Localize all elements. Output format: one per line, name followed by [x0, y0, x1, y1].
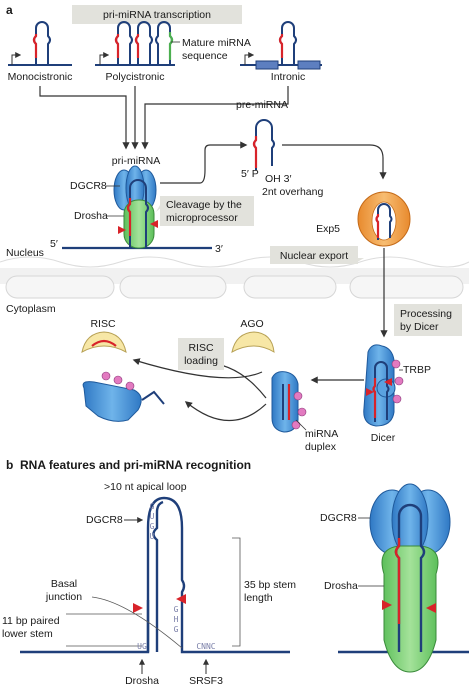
dicer-complex	[363, 344, 404, 427]
panel-b-letter: b	[6, 458, 13, 472]
stem-length-bracket	[232, 537, 241, 647]
processing-line1: Processing	[400, 308, 452, 320]
dgcr8-label-b: DGCR8	[86, 514, 123, 526]
mirna-duplex-line2: duplex	[305, 441, 337, 453]
ug-motif: UG	[137, 642, 147, 651]
ugu-u2: U	[150, 532, 155, 541]
panel-a-letter: a	[6, 3, 13, 17]
mirna-duplex-line1: miRNA	[305, 428, 338, 440]
monocistronic-gene	[8, 21, 72, 66]
risc-loading-line2: loading	[184, 355, 218, 367]
basal-junction-leader	[91, 596, 183, 649]
dicer-label: Dicer	[371, 432, 396, 444]
basal-junction-line2: junction	[45, 591, 82, 603]
ugu-u1: U	[150, 512, 155, 521]
cleavage-box: Cleavage by the microprocessor	[156, 196, 254, 226]
target-complex	[82, 371, 165, 422]
transcription-box: pri-miRNA transcription	[72, 5, 242, 24]
five-prime-p-label: 5′ P	[241, 168, 259, 180]
polycistronic-label: Polycistronic	[106, 71, 165, 83]
to-exp5-arrow	[282, 144, 387, 180]
nuclear-membrane	[0, 256, 469, 299]
right-drosha-label: Drosha	[324, 580, 358, 592]
microprocessor-complex	[62, 165, 212, 250]
pre-mirna-hairpin	[252, 119, 275, 170]
right-dgcr8-label: DGCR8	[320, 512, 357, 524]
ghg-h: H	[174, 615, 179, 624]
monocistronic-label: Monocistronic	[8, 71, 73, 83]
cytoplasm-label: Cytoplasm	[6, 303, 56, 315]
ugu-g: G	[150, 502, 155, 511]
nucleus-label: Nucleus	[6, 247, 44, 259]
ago-label: AGO	[240, 318, 263, 330]
nuclear-export-box: Nuclear export	[270, 246, 364, 264]
intronic-gene	[240, 21, 322, 70]
pre-mirna-label: pre-miRNA	[236, 99, 288, 111]
processing-box: Processing by Dicer	[394, 304, 462, 336]
polycistronic-gene	[95, 21, 180, 66]
transcription-label: pri-miRNA transcription	[103, 9, 211, 21]
right-microprocessor	[338, 483, 469, 673]
stem-length-line1: 35 bp stem	[244, 579, 296, 591]
stem-length-line2: length	[244, 592, 273, 604]
basal-junction-line1: Basal	[51, 578, 77, 590]
risc-loading-box: RISC loading	[178, 338, 224, 370]
lower-stem-bracket	[66, 613, 142, 647]
risc-assembly-arrow	[132, 358, 263, 379]
overhang-label: 2nt overhang	[262, 186, 323, 198]
mature-mirna-callout-line1: Mature miRNA	[182, 37, 251, 49]
cleavage-line2: microprocessor	[166, 212, 238, 224]
mature-mirna-callout-line2: sequence	[182, 50, 228, 62]
to-pre-mirna-arrow	[160, 141, 248, 184]
ghg-g2: G	[174, 625, 179, 634]
ghg-g1: G	[174, 605, 179, 614]
apical-loop-label: >10 nt apical loop	[104, 481, 187, 493]
processing-line2: by Dicer	[400, 321, 439, 333]
lower-stem-line1: 11 bp paired	[2, 615, 60, 627]
mirna-duplex-ago	[271, 371, 307, 433]
five-prime-label: 5′	[50, 238, 58, 250]
risc-complex	[81, 331, 127, 353]
cnnc-motif: CNNC	[196, 642, 215, 651]
ago-protein	[231, 331, 275, 353]
nuclear-export-label: Nuclear export	[280, 250, 348, 262]
lower-stem-line2: lower stem	[2, 628, 53, 640]
oh-three-label: OH 3′	[265, 173, 292, 185]
trbp-label: TRBP	[403, 364, 431, 376]
transcription-arrows	[39, 86, 289, 150]
exportin5	[357, 191, 411, 247]
three-prime-label: 3′	[215, 243, 223, 255]
drosha-label-a: Drosha	[74, 210, 108, 222]
hairpin-structure	[20, 496, 290, 654]
drosha-motif-label: Drosha	[125, 675, 159, 685]
panel-b-title: RNA features and pri-miRNA recognition	[20, 458, 251, 472]
srsf3-label: SRSF3	[189, 675, 223, 685]
dgcr8-label-a: DGCR8	[70, 180, 107, 192]
exp5-label: Exp5	[316, 223, 340, 235]
cleavage-line1: Cleavage by the	[166, 199, 242, 211]
pri-mirna-label: pri-miRNA	[112, 155, 160, 167]
risc-loading-line1: RISC	[188, 342, 214, 354]
risc-loading-arrow-lower	[184, 401, 267, 422]
ugu-g2: G	[150, 522, 155, 531]
intronic-label: Intronic	[271, 71, 305, 83]
risc-label: RISC	[90, 318, 116, 330]
